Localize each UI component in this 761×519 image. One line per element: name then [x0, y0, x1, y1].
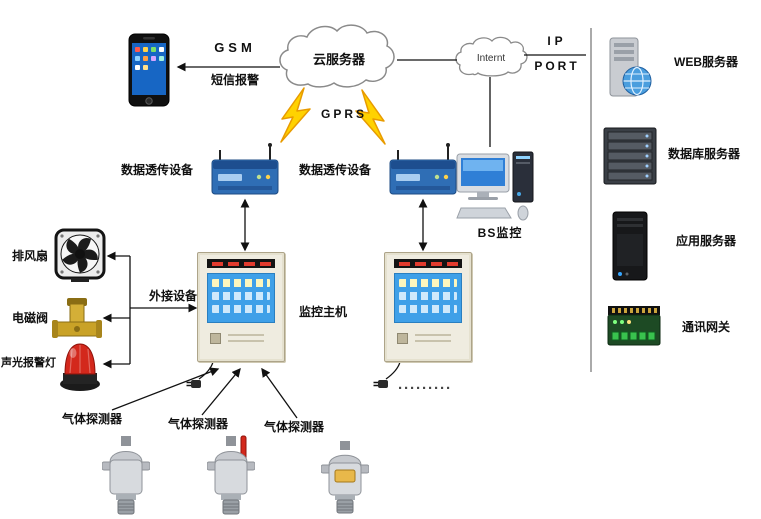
monitor-host-panel-right: [384, 252, 472, 362]
smartphone-icon: [128, 33, 170, 107]
database-server-label: 数据库服务器: [667, 147, 740, 161]
application-server-label: 应用服务器: [675, 234, 736, 248]
dtu-left-label: 数据透传设备: [121, 163, 194, 177]
bs-workstation-icon: [455, 146, 539, 224]
gas-detector-icon-3: [321, 441, 369, 515]
gas-detector-label-2: 气体探测器: [168, 417, 229, 431]
alarm-lamp-label: 声光报警灯: [1, 357, 56, 369]
ip-label: IP: [547, 34, 567, 48]
monitor-host-label: 监控主机: [299, 305, 348, 319]
web-server-label: WEB服务器: [674, 55, 738, 69]
panel-led-strip: [207, 259, 275, 268]
database-server-icon: [602, 126, 658, 186]
gateway-icon: [606, 303, 662, 351]
gateway-label: 通讯网关: [681, 320, 730, 334]
connector-lines: [102, 54, 586, 419]
monitor-host-panel-left: [197, 252, 285, 362]
application-server-icon: [607, 210, 653, 282]
bs-monitor-label: BS监控: [477, 226, 523, 240]
dtu-right-label: 数据透传设备: [299, 163, 372, 177]
external-devices-label: 外接设备: [149, 289, 198, 303]
power-plug-icon: [186, 372, 206, 392]
gas-detector-label-1: 气体探测器: [62, 412, 123, 426]
gas-detector-icon-1: [102, 436, 150, 516]
cloud-server-shape: [279, 24, 395, 88]
power-plug-icon: [373, 372, 393, 392]
internet-cloud-shape: [455, 36, 528, 77]
panel-controls: [210, 330, 272, 346]
lightning-icon: [280, 87, 311, 143]
panel-controls: [397, 330, 459, 346]
panel-display: [394, 273, 462, 323]
gas-detector-icon-2: [207, 434, 255, 516]
lightning-icon: [355, 89, 386, 145]
cloud-server-label: 云服务器: [312, 52, 365, 67]
dtu-device-icon-right: [388, 142, 458, 196]
exhaust-fan-label: 排风扇: [12, 249, 49, 263]
gprs-lightning-icons: [280, 87, 386, 145]
sms-alarm-label: 短信报警: [210, 73, 259, 87]
solenoid-valve-icon: [52, 296, 102, 342]
gas-detector-label-3: 气体探测器: [264, 420, 325, 434]
gprs-label: GPRS: [320, 107, 367, 121]
panel-led-strip: [394, 259, 462, 268]
exhaust-fan-icon: [54, 228, 106, 284]
internet-label: Internt: [476, 53, 506, 64]
port-label: PORT: [534, 59, 580, 73]
alarm-lamp-icon: [58, 340, 102, 392]
panel-display: [207, 273, 275, 323]
solenoid-valve-label: 电磁阀: [12, 311, 49, 325]
ellipsis-label: ·········: [398, 380, 452, 397]
dtu-device-icon-left: [210, 142, 280, 196]
gsm-label: GSM: [214, 40, 256, 55]
web-server-icon: [606, 36, 654, 100]
